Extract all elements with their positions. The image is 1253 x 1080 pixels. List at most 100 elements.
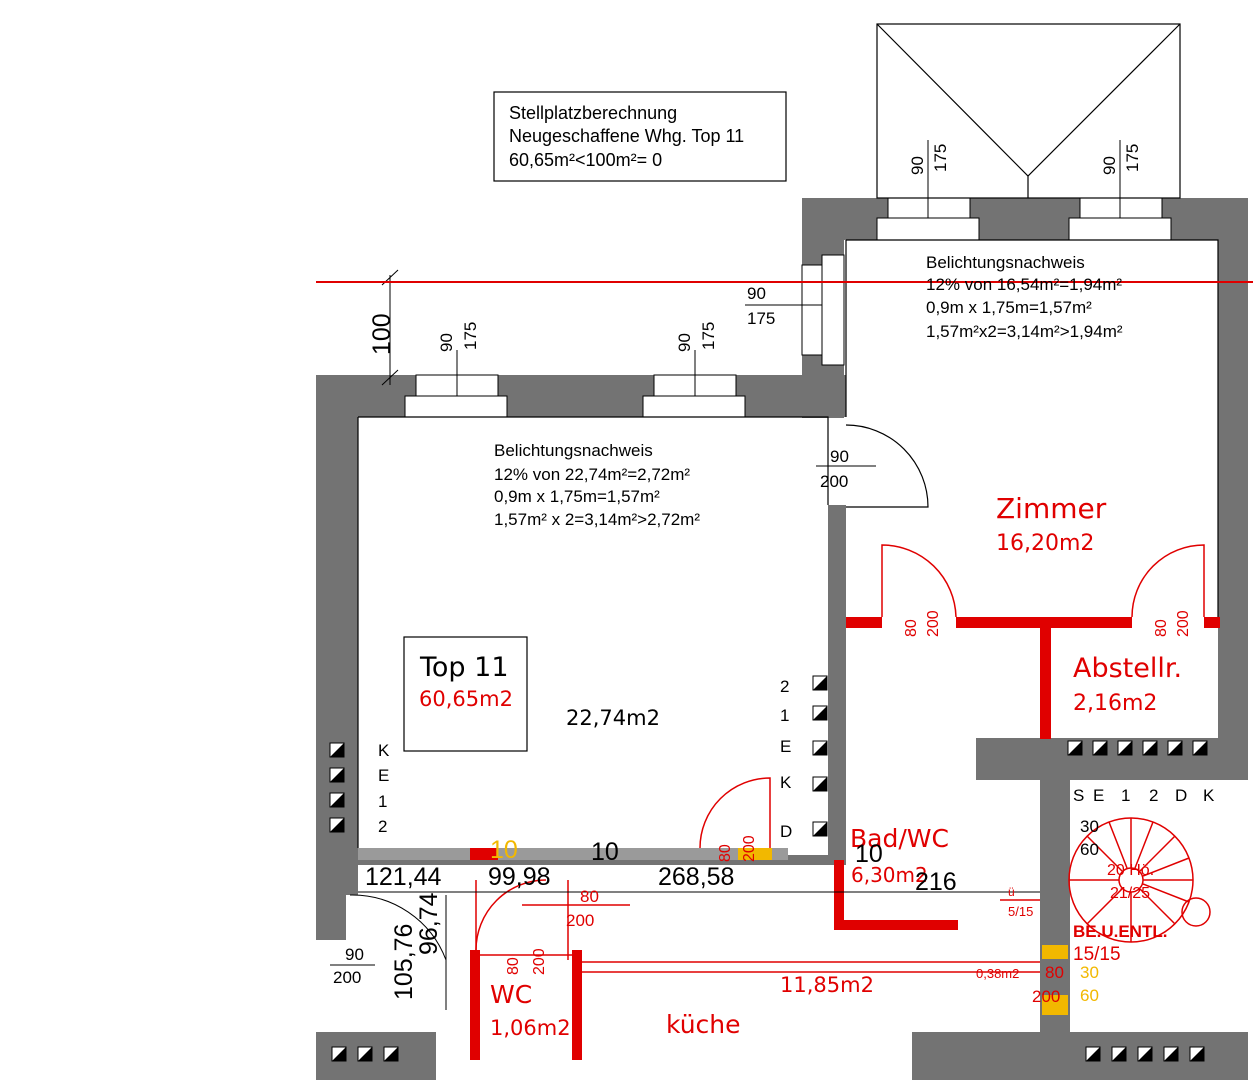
vent-stair-6: K bbox=[1203, 786, 1215, 805]
info-box-line1: Stellplatzberechnung bbox=[509, 103, 677, 123]
dim-door-abstell-w: 80 bbox=[1153, 619, 1170, 637]
dim-flue-30: 30 bbox=[1080, 963, 1099, 982]
vent-label-1: 2 bbox=[780, 677, 789, 696]
top11-name: Top 11 bbox=[419, 652, 509, 683]
wc-name: WC bbox=[490, 980, 532, 1009]
dim-window-w2: 90 bbox=[675, 333, 694, 352]
dim-038: 0,38m2 bbox=[976, 966, 1019, 981]
dim-stair-60: 60 bbox=[1080, 840, 1099, 859]
vent-left-3: 1 bbox=[378, 792, 387, 811]
dim-door-abstell-h: 200 bbox=[1175, 610, 1192, 637]
dim-121: 121,44 bbox=[365, 863, 442, 891]
window-dim-lines bbox=[381, 140, 1121, 396]
info-box-line2: Neugeschaffene Whg. Top 11 bbox=[509, 126, 744, 146]
top11-area: 60,65m2 bbox=[419, 687, 513, 711]
zimmer-name: Zimmer bbox=[996, 492, 1107, 525]
dim-door-wc-w: 80 bbox=[505, 957, 522, 975]
left-belichtung-line2: 0,9m x 1,75m=1,57m² bbox=[494, 487, 660, 506]
bad-area: 6,30m2 bbox=[851, 863, 928, 887]
dim-10: 10 bbox=[591, 838, 619, 866]
vent-left-4: 2 bbox=[378, 817, 387, 836]
dim-515: 5/15 bbox=[1008, 904, 1033, 919]
bad-name: Bad/WC bbox=[850, 824, 949, 853]
dim-door-bad-h: 200 bbox=[741, 835, 758, 862]
top11-box bbox=[403, 636, 528, 752]
room-outlines bbox=[357, 239, 1219, 848]
left-belichtung-line3: 1,57m² x 2=3,14m²>2,72m² bbox=[494, 510, 700, 529]
vent-stair-4: 2 bbox=[1149, 786, 1158, 805]
abstell-name: Abstellr. bbox=[1073, 653, 1182, 684]
dim-96: 96,74 bbox=[415, 892, 443, 955]
left-belichtung-line1: 12% von 22,74m²=2,72m² bbox=[494, 465, 690, 484]
dim-window-h4: 175 bbox=[1123, 144, 1142, 172]
canopy bbox=[876, 23, 1181, 199]
dim-flue-60: 60 bbox=[1080, 986, 1099, 1005]
kueche-area: 11,85m2 bbox=[780, 973, 874, 997]
dim-door-bad-w: 80 bbox=[717, 844, 734, 862]
right-belichtung-title: Belichtungsnachweis bbox=[926, 253, 1085, 272]
info-box-line3: 60,65m²<100m²= 0 bbox=[509, 150, 662, 170]
vent-left-1: K bbox=[378, 741, 390, 760]
dim-window-w1: 90 bbox=[437, 333, 456, 352]
living-area: 22,74m2 bbox=[566, 706, 660, 730]
dim-door-h: 200 bbox=[820, 472, 848, 491]
zimmer-area: 16,20m2 bbox=[996, 531, 1094, 556]
vent-stair-1: S bbox=[1073, 786, 1084, 805]
flue-label: BE.U.ENTL. bbox=[1073, 922, 1167, 941]
new-walls bbox=[470, 617, 1220, 1060]
wc-area: 1,06m2 bbox=[490, 1016, 571, 1040]
stair-height: 20 Hö. bbox=[1107, 862, 1154, 879]
dim-stair-door-w: 80 bbox=[1045, 963, 1064, 982]
dim-stair-door-h: 200 bbox=[1032, 987, 1060, 1006]
vent-stair-5: D bbox=[1175, 786, 1187, 805]
dim-ue: ü bbox=[1008, 885, 1015, 899]
vent-stair-3: 1 bbox=[1121, 786, 1130, 805]
vent-left-2: E bbox=[378, 766, 389, 785]
yellow-markers bbox=[738, 848, 1068, 1015]
dim-entrance-h: 200 bbox=[333, 968, 361, 987]
vent-label-3: E bbox=[780, 737, 791, 756]
right-belichtung-line1: 12% von 16,54m²=1,94m² bbox=[926, 275, 1122, 294]
dim-window-w4: 90 bbox=[1100, 156, 1119, 175]
right-belichtung-line3: 1,57m²x2=3,14m²>1,94m² bbox=[926, 322, 1123, 341]
dim-100: 100 bbox=[368, 313, 396, 355]
vent-label-2: 1 bbox=[780, 706, 789, 725]
right-belichtung-line2: 0,9m x 1,75m=1,57m² bbox=[926, 298, 1092, 317]
dim-entrance-w: 90 bbox=[345, 945, 364, 964]
info-box bbox=[493, 91, 787, 182]
dim-door-zimmer-h: 200 bbox=[925, 610, 942, 637]
vent-label-4: K bbox=[780, 773, 792, 792]
left-belichtung-title: Belichtungsnachweis bbox=[494, 441, 653, 460]
dim-side-window-h: 175 bbox=[747, 309, 775, 328]
vent-stair-2: E bbox=[1093, 786, 1104, 805]
dim-window-w3: 90 bbox=[908, 156, 927, 175]
dim-door-wc-h: 200 bbox=[531, 948, 548, 975]
dim-stair-30: 30 bbox=[1080, 817, 1099, 836]
dim-216: 216 bbox=[915, 868, 957, 896]
corridor-strip bbox=[358, 848, 788, 860]
door-swings-red bbox=[475, 544, 1205, 973]
door-swing-living bbox=[845, 424, 929, 508]
dim-door-w: 90 bbox=[830, 447, 849, 466]
kueche-name: küche bbox=[666, 1010, 741, 1039]
dim-door-zimmer-w: 80 bbox=[903, 619, 920, 637]
spiral-stair bbox=[1068, 817, 1211, 943]
dim-268: 268,58 bbox=[658, 863, 734, 891]
flue-size: 15/15 bbox=[1073, 944, 1121, 965]
abstell-area: 2,16m2 bbox=[1073, 691, 1157, 716]
vent-label-5: D bbox=[780, 822, 792, 841]
dim-window-h1: 175 bbox=[461, 322, 480, 350]
dim-10-yellow: 10 bbox=[490, 836, 518, 864]
stair-steps: 21/25 bbox=[1110, 885, 1150, 902]
dim-105: 105,76 bbox=[390, 924, 418, 1000]
dim-99: 99,98 bbox=[488, 863, 551, 891]
vent-markers bbox=[329, 675, 1208, 1062]
dim-10-bad: 10 bbox=[855, 840, 883, 868]
dim-window-h3: 175 bbox=[931, 144, 950, 172]
dim-kueche-door-h: 200 bbox=[566, 911, 594, 930]
dim-window-h2: 175 bbox=[699, 322, 718, 350]
entrance-door-swing bbox=[349, 894, 447, 961]
dim-kueche-door-w: 80 bbox=[580, 887, 599, 906]
dim-side-window-w: 90 bbox=[747, 284, 766, 303]
